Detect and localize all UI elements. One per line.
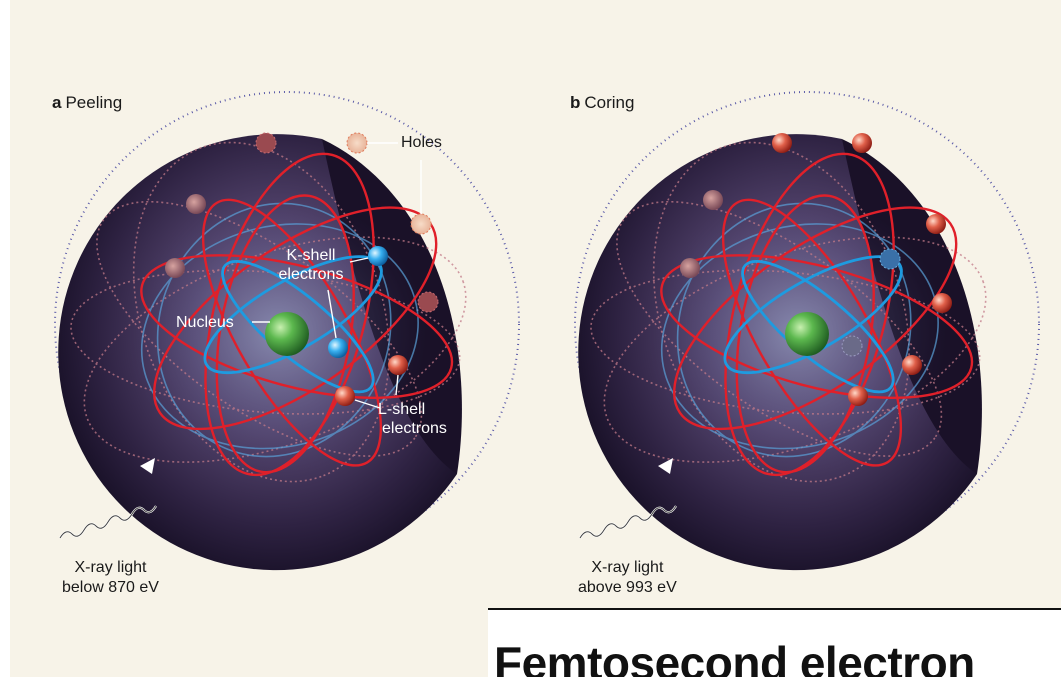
electron-markers-b <box>680 133 952 406</box>
title-rule <box>488 608 1061 610</box>
xray-a-line1: X-ray light <box>74 559 147 576</box>
xray-caption-a: X-ray light below 870 eV <box>62 558 159 598</box>
panel-b-title: Coring <box>584 93 635 112</box>
l-shell-line2: electrons <box>382 420 447 437</box>
xray-caption-b: X-ray light above 993 eV <box>578 558 677 598</box>
panel-a-title: Peeling <box>65 93 123 112</box>
xray-b-line1: X-ray light <box>591 559 664 576</box>
l-shell-label: L-shell electrons <box>378 400 447 438</box>
article-title: Femtosecond electron <box>494 637 975 677</box>
panel-b-letter: b <box>570 93 581 112</box>
leader-lines <box>252 142 422 409</box>
k-shell-line1: K-shell <box>286 247 336 264</box>
k-shell-label: K-shell electrons <box>271 246 351 284</box>
l-shell-line1: L-shell <box>378 401 426 418</box>
xray-b-line2: above 993 eV <box>578 579 677 596</box>
xray-a-line2: below 870 eV <box>62 579 159 596</box>
atom-coring <box>573 90 1041 572</box>
electron-markers <box>165 132 439 406</box>
atom-peeling <box>53 90 521 572</box>
article-title-block: Femtosecond electron <box>488 608 1061 677</box>
k-shell-line2: electrons <box>278 266 344 283</box>
panel-a-letter: a <box>52 93 62 112</box>
holes-label: Holes <box>401 134 442 151</box>
nucleus-label: Nucleus <box>176 314 234 331</box>
